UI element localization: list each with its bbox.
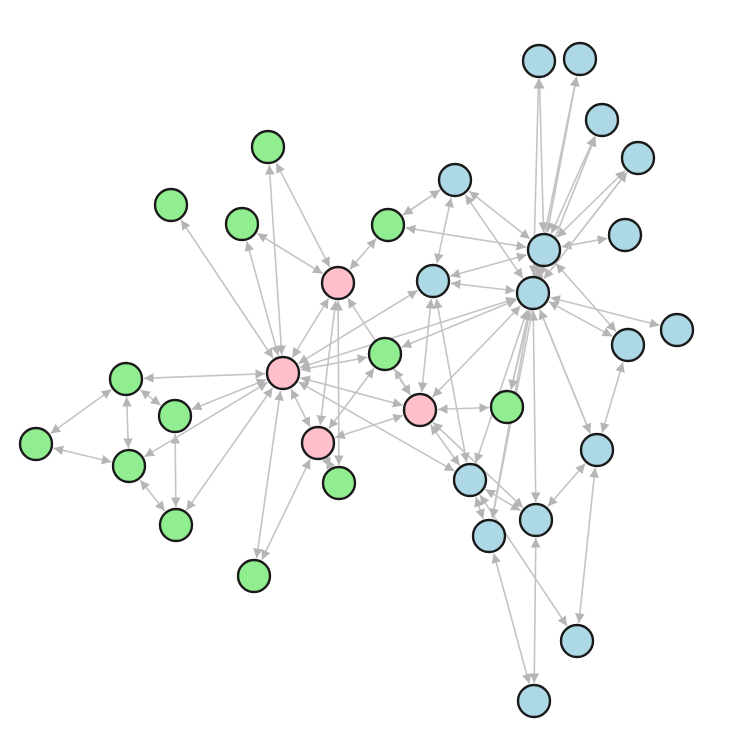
edge-p2-b13 xyxy=(298,381,455,472)
edge-p2-p4 xyxy=(290,388,311,428)
edge-g12-p4 xyxy=(261,458,311,561)
node-pink-p1 xyxy=(320,265,356,301)
node-green-g1 xyxy=(250,129,286,165)
edge-b7-b8 xyxy=(450,252,527,279)
node-blue-b10 xyxy=(659,312,695,348)
edge-b12-b9 xyxy=(538,309,592,434)
edge-b14-b17 xyxy=(529,537,541,684)
node-blue-b13 xyxy=(452,462,488,498)
edge-g5-p4 xyxy=(328,367,375,430)
edge-g5-b9 xyxy=(401,299,517,348)
node-blue-b16 xyxy=(559,623,595,659)
node-blue-b5 xyxy=(437,162,473,198)
edge-g10-p1 xyxy=(333,300,344,466)
node-blue-b14 xyxy=(518,502,554,538)
edge-b5-b9 xyxy=(464,194,524,279)
edge-b9-b13 xyxy=(474,309,529,464)
edge-g3-p2 xyxy=(244,241,281,356)
node-blue-b4 xyxy=(620,140,656,176)
edge-p3-b8 xyxy=(417,298,436,393)
edge-g7-g11 xyxy=(170,433,181,508)
edge-g6-g8 xyxy=(50,388,112,435)
node-green-g13 xyxy=(489,389,525,425)
edge-b5-g4 xyxy=(402,189,441,216)
node-blue-b7 xyxy=(526,232,562,268)
edge-g6-p2 xyxy=(143,369,266,383)
node-green-g7 xyxy=(157,398,193,434)
edge-b13-b15 xyxy=(474,496,485,520)
node-green-g2 xyxy=(153,187,189,223)
node-green-g11 xyxy=(158,507,194,543)
edge-b9-b11 xyxy=(548,300,613,338)
node-pink-p3 xyxy=(402,392,438,428)
edge-g6-g9 xyxy=(122,396,133,449)
edge-b6-b7 xyxy=(561,235,608,250)
node-blue-b17 xyxy=(516,683,552,719)
node-blue-b15 xyxy=(471,518,507,554)
edge-g4-p1 xyxy=(349,238,377,270)
edge-g4-b7 xyxy=(405,224,527,251)
node-blue-b12 xyxy=(579,432,615,468)
edge-b8-b9 xyxy=(450,279,516,295)
edge-b12-b14 xyxy=(547,463,586,507)
edge-g3-p1 xyxy=(256,232,324,275)
edge-b12-b16 xyxy=(575,467,599,624)
edge-b5-b8 xyxy=(434,197,454,264)
node-blue-b3 xyxy=(584,102,620,138)
node-pink-p4 xyxy=(300,425,336,461)
edge-g12-p2 xyxy=(253,390,284,559)
edge-g1-p2 xyxy=(265,164,286,356)
node-green-g6 xyxy=(108,361,144,397)
edge-b4-b9 xyxy=(543,171,628,280)
node-layer xyxy=(18,41,695,719)
node-green-g8 xyxy=(18,426,54,462)
node-blue-b8 xyxy=(415,263,451,299)
edge-b15-b17 xyxy=(491,553,532,684)
edge-g10-p4 xyxy=(321,456,336,470)
edge-b8-b13 xyxy=(433,298,470,463)
edge-g13-p3 xyxy=(437,403,490,414)
edge-b9-b14 xyxy=(528,310,541,503)
node-pink-p2 xyxy=(265,355,301,391)
node-blue-b11 xyxy=(610,327,646,363)
edge-b11-b12 xyxy=(600,362,625,433)
node-green-g3 xyxy=(224,206,260,242)
edge-b1-b7 xyxy=(534,78,549,233)
node-blue-b2 xyxy=(562,41,598,77)
node-green-g4 xyxy=(370,207,406,243)
node-green-g12 xyxy=(236,558,272,594)
node-blue-b9 xyxy=(515,275,551,311)
edge-g8-g9 xyxy=(53,445,112,465)
edge-g6-g7 xyxy=(139,389,162,406)
node-green-g10 xyxy=(321,465,357,501)
edge-g1-p1 xyxy=(275,162,331,268)
node-blue-b1 xyxy=(521,43,557,79)
node-green-g5 xyxy=(367,336,403,372)
edge-g9-g11 xyxy=(139,479,166,512)
edge-b3-b7 xyxy=(550,136,596,234)
node-blue-b6 xyxy=(607,217,643,253)
edge-p3-p4 xyxy=(334,413,404,440)
node-green-g9 xyxy=(111,448,147,484)
